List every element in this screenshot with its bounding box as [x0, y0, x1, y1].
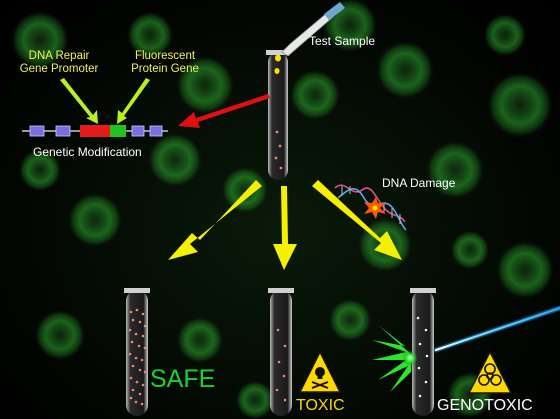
dna-repair-promoter-label: DNA Repair Gene Promoter	[19, 50, 99, 76]
promoter-segment	[80, 125, 110, 137]
gene-construct	[22, 125, 168, 137]
callout-arrows	[60, 78, 150, 124]
pipette-icon	[274, 2, 345, 74]
genetic-modification-label: Genetic Modification	[33, 145, 142, 159]
safe-label: SAFE	[150, 365, 216, 393]
fluorescence-burst-icon	[372, 325, 418, 392]
test-sample-tube	[266, 50, 290, 180]
arrow-left	[168, 180, 262, 260]
toxic-tube	[268, 288, 294, 416]
arrow-right	[312, 180, 402, 260]
biohazard-warning-icon	[468, 351, 512, 394]
red-arrow	[178, 94, 270, 128]
fluorescent-protein-label: Fluorescent Protein Gene	[131, 50, 199, 76]
arrow-center	[273, 186, 297, 270]
genotoxic-label: GENOTOXIC	[437, 397, 533, 414]
genotoxic-tube	[410, 288, 436, 416]
damage-spark-icon	[364, 197, 386, 219]
dna-damage-label: DNA Damage	[382, 176, 456, 190]
safe-tube	[124, 288, 150, 416]
skull-crossbones-warning-icon	[299, 351, 341, 393]
protein-gene-segment	[110, 125, 126, 137]
test-sample-label: Test Sample	[309, 34, 376, 48]
yellow-arrows	[168, 180, 402, 270]
toxic-label: TOXIC	[296, 397, 345, 414]
laser-beam	[433, 305, 560, 353]
